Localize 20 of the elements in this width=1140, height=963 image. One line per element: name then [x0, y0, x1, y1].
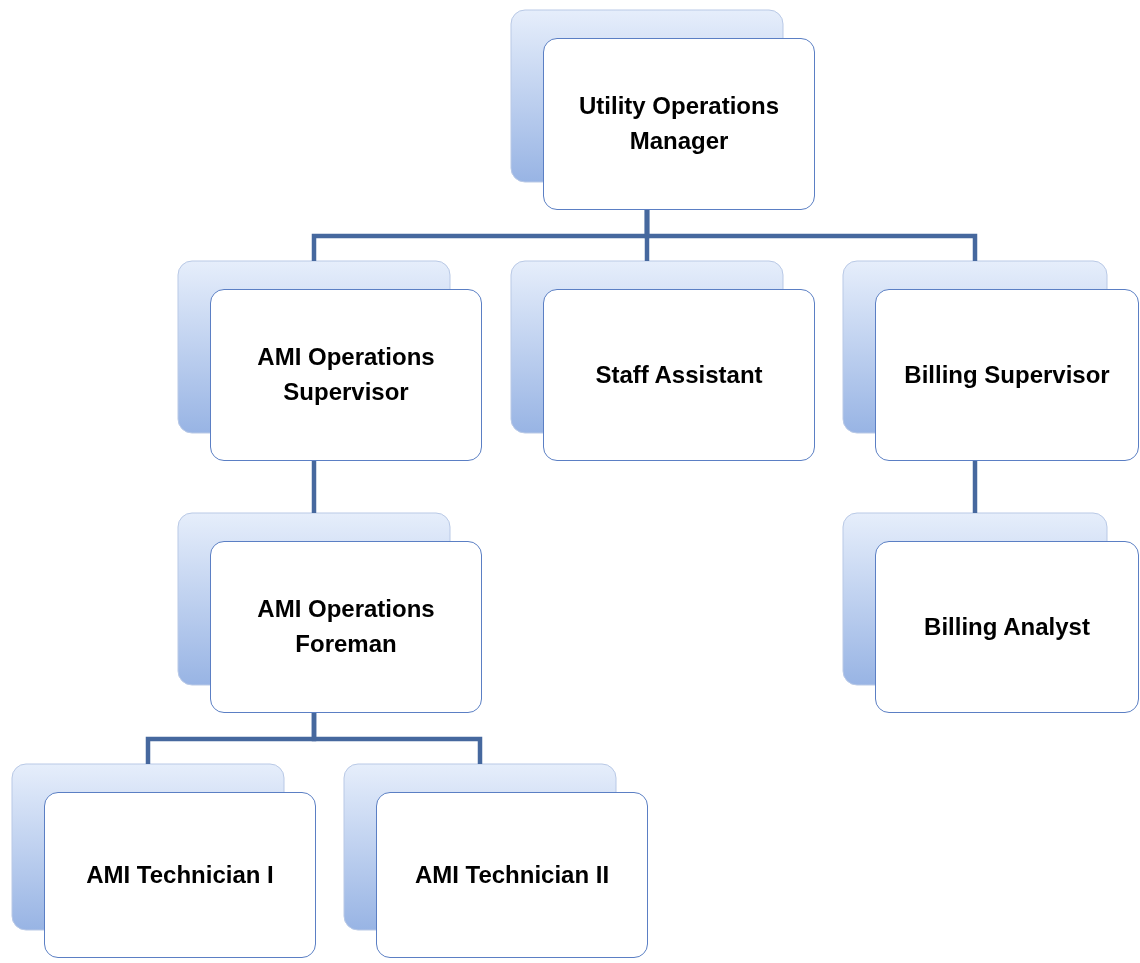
job-title: Billing Analyst	[924, 611, 1090, 642]
job-title: AMI Operations Foreman	[256, 594, 436, 659]
job-title: AMI Technician I	[86, 859, 274, 890]
connector-line	[972, 461, 978, 513]
org-chart-box	[210, 289, 482, 461]
job-title: AMI Technician II	[414, 859, 610, 890]
job-title: AMI Operations Supervisor	[256, 342, 436, 407]
org-chart-box	[875, 289, 1139, 461]
connector-line	[311, 713, 483, 764]
org-chart-box	[44, 792, 316, 958]
org-chart-box	[210, 541, 482, 713]
org-chart-box	[376, 792, 648, 958]
connector-line	[644, 210, 978, 261]
org-chart-box	[543, 38, 815, 210]
org-chart-box	[543, 289, 815, 461]
job-title: Billing Supervisor	[904, 359, 1110, 390]
job-title: Staff Assistant	[595, 359, 763, 390]
job-title: Utility Operations Manager	[578, 91, 780, 156]
org-chart-box	[875, 541, 1139, 713]
connector-line	[311, 461, 317, 513]
